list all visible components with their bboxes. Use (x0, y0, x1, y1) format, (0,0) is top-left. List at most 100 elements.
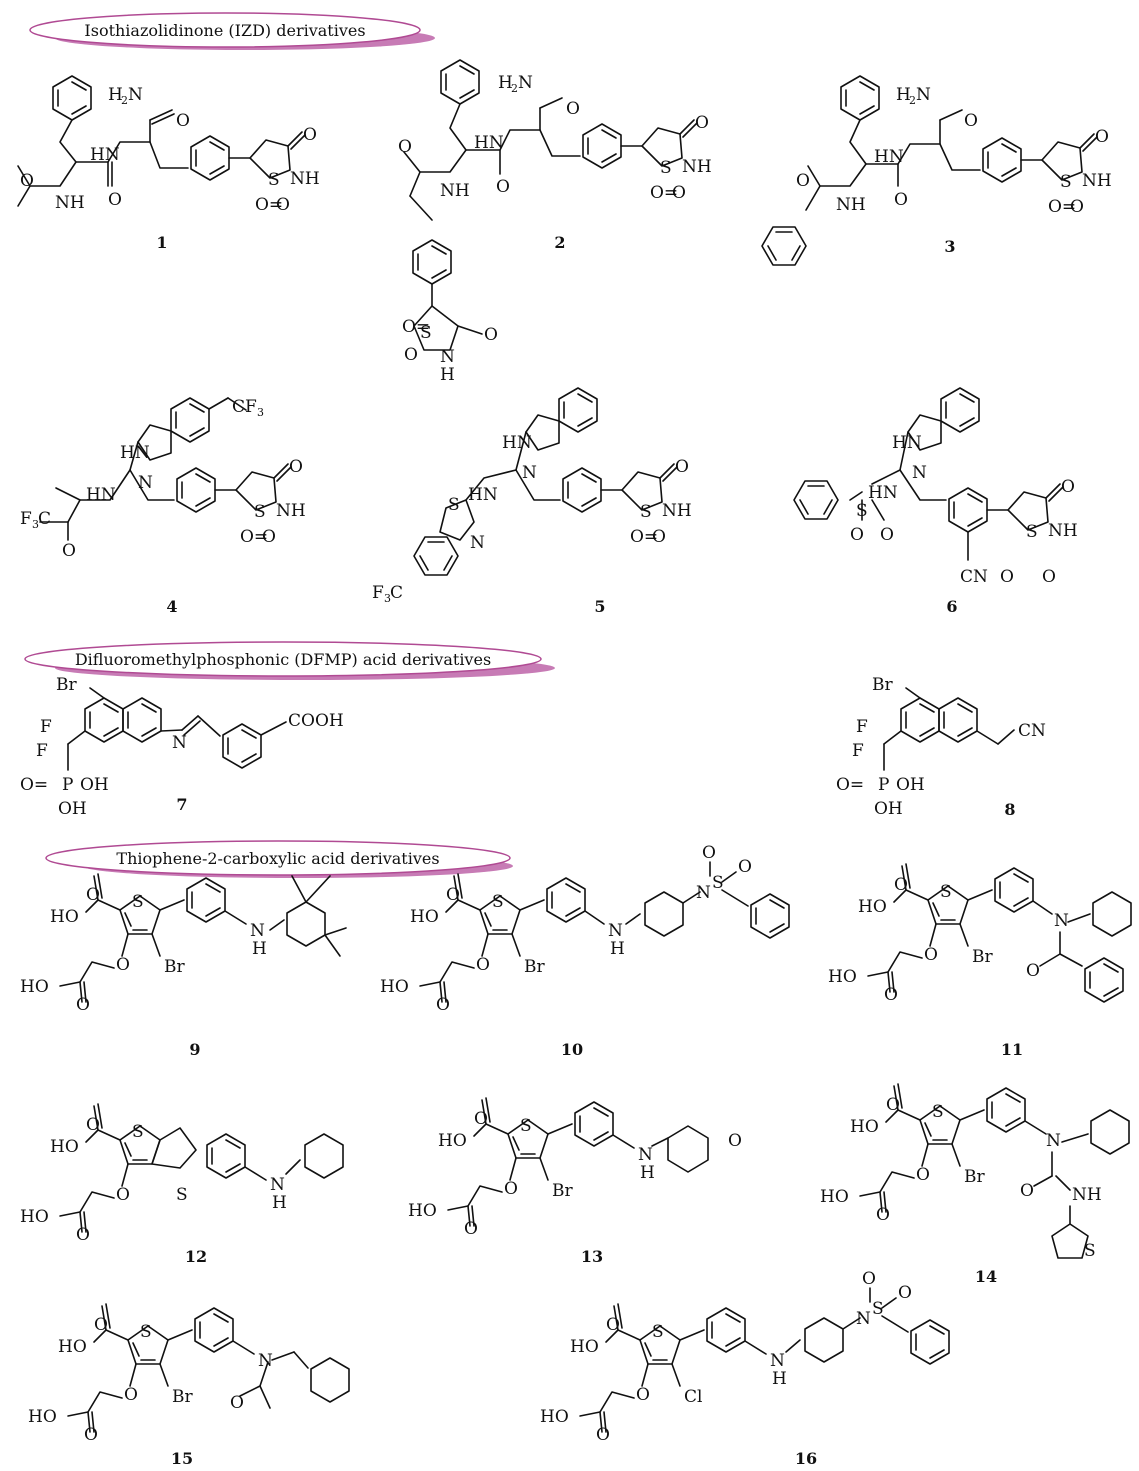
atom-label: Br (964, 1167, 985, 1187)
atom-label: O (886, 1095, 900, 1115)
atom-label: O (262, 527, 276, 547)
atom-label: CN (960, 567, 988, 587)
atom-label: HO (58, 1337, 87, 1357)
compound-14: S O HO O HO O Br N O NH S 14 (820, 1083, 1130, 1286)
atom-label: H (640, 1163, 655, 1183)
compound-8-label: 8 (1004, 800, 1015, 819)
atom-label: O (476, 955, 490, 975)
atom-label: OH (874, 799, 903, 819)
compound-6: HN N HN S O O CN S NH O O O 6 (793, 387, 1078, 616)
banner-dfmp-title: Difluoromethylphosphonic (DFMP) acid der… (75, 650, 491, 669)
atom-label: NH (276, 501, 306, 521)
atom-label: F (372, 583, 384, 603)
atom-label: NH (662, 501, 692, 521)
atom-label: CF (232, 397, 257, 417)
atom-label: F (20, 509, 32, 529)
atom-label: O (1000, 567, 1014, 587)
atom-label: N (638, 1145, 653, 1165)
atom-label: HO (858, 897, 887, 917)
atom-label: 2 (909, 94, 916, 107)
atom-label: HO (820, 1187, 849, 1207)
atom-label: HO (50, 1137, 79, 1157)
atom-label: NH (440, 181, 470, 201)
atom-label: O (230, 1393, 244, 1413)
atom-label: O (796, 171, 810, 191)
atom-label: S (268, 170, 280, 190)
atom-label: 3 (257, 406, 264, 419)
atom-label: S (640, 502, 652, 522)
banner-thio: Thiophene-2-carboxylic acid derivatives (45, 840, 513, 878)
atom-label: C (38, 509, 51, 529)
atom-label: O (289, 457, 303, 477)
atom-label: N (440, 347, 455, 367)
atom-label: HO (28, 1407, 57, 1427)
atom-label: S (254, 502, 266, 522)
banner-dfmp: Difluoromethylphosphonic (DFMP) acid der… (24, 641, 555, 680)
atom-label: HN (502, 433, 532, 453)
atom-label: S (932, 1102, 944, 1122)
atom-label: S (1026, 522, 1038, 542)
atom-label: HN (474, 133, 504, 153)
atom-label: NH (290, 169, 320, 189)
atom-label: O (398, 137, 412, 157)
compound-7: Br F F O= P OH OH N COOH 7 (20, 675, 344, 819)
atom-label: O (474, 1109, 488, 1129)
atom-label: CN (1018, 721, 1046, 741)
atom-label: H (252, 939, 267, 959)
atom-label: P (62, 775, 73, 795)
atom-label: O (303, 125, 317, 145)
compound-5-label: 5 (594, 597, 605, 616)
atom-label: O (636, 1385, 650, 1405)
atom-label: N (128, 85, 143, 105)
atom-label: O (116, 1185, 130, 1205)
atom-label: NH (682, 157, 712, 177)
atom-label: N (912, 463, 927, 483)
compound-11-label: 11 (1001, 1040, 1023, 1059)
atom-label: N (1046, 1131, 1061, 1151)
atom-label: O (504, 1179, 518, 1199)
atom-label: O (446, 885, 460, 905)
atom-label: N (608, 921, 623, 941)
atom-label: F (36, 741, 48, 761)
atom-label: O= (20, 775, 48, 795)
atom-label: 2 (121, 94, 128, 107)
atom-label: Br (524, 957, 545, 977)
banner-thio-title: Thiophene-2-carboxylic acid derivatives (116, 849, 439, 868)
atom-label: HO (50, 907, 79, 927)
compound-12-label: 12 (185, 1247, 207, 1266)
compound-13-label: 13 (581, 1247, 603, 1266)
atom-label: Br (972, 947, 993, 967)
compound-16-label: 16 (795, 1449, 817, 1468)
atom-label: O (94, 1315, 108, 1335)
atom-label: O (1095, 127, 1109, 147)
compound-1-label: 1 (156, 233, 167, 252)
atom-label: N (1054, 911, 1069, 931)
atom-label: O (924, 945, 938, 965)
atom-label: O (916, 1165, 930, 1185)
atom-label: O (672, 183, 686, 203)
compound-10: S O HO O HO O Br N H N S O O 10 (380, 843, 790, 1059)
atom-label: HO (20, 977, 49, 997)
atom-label: HO (540, 1407, 569, 1427)
atom-label: N (856, 1309, 871, 1329)
atom-label: O (496, 177, 510, 197)
atom-label: O (484, 325, 498, 345)
atom-label: HO (408, 1201, 437, 1221)
atom-label: S (940, 882, 952, 902)
atom-label: HO (20, 1207, 49, 1227)
atom-label: N (270, 1175, 285, 1195)
atom-label: O (1020, 1181, 1034, 1201)
compound-2-label: 2 (554, 233, 565, 252)
atom-label: Br (552, 1181, 573, 1201)
atom-label: O (898, 1283, 912, 1303)
atom-label: N (470, 533, 485, 553)
atom-label: S (420, 323, 432, 343)
atom-label: H (498, 73, 513, 93)
atom-label: H (440, 365, 455, 385)
compound-3-label: 3 (944, 237, 955, 256)
atom-label: HN (90, 145, 120, 165)
atom-label: F (40, 717, 52, 737)
atom-label: O (108, 190, 122, 210)
atom-label: N (696, 883, 711, 903)
atom-label: HO (570, 1337, 599, 1357)
